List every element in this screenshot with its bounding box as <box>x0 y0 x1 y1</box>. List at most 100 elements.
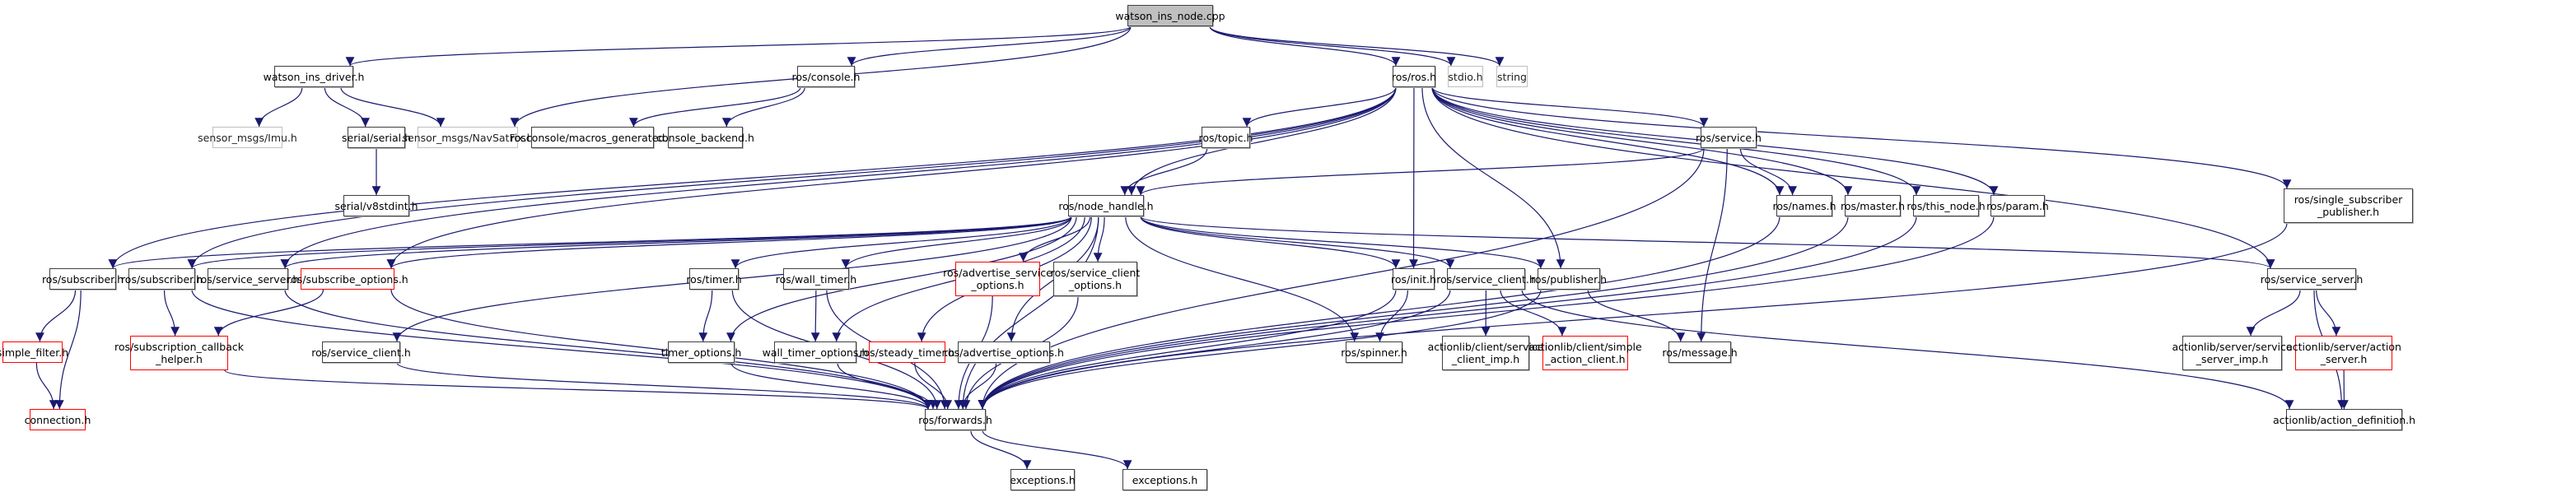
edge-nodehandle-to-forwards <box>958 216 1099 410</box>
graph-node-names[interactable]: ros/names.h <box>1772 195 1836 216</box>
edge-nodehandle-to-spinner <box>1125 216 1360 342</box>
edge-nodehandle-to-sub1 <box>109 216 1072 269</box>
graph-node-master[interactable]: ros/master.h <box>1841 195 1905 216</box>
edge-simplefilter-to-connection <box>35 362 58 410</box>
graph-node-backend[interactable]: console_backend.h <box>656 127 754 148</box>
graph-node-srvclient2[interactable]: ros/service_client.h <box>311 341 411 363</box>
edge-names-to-forwards <box>978 216 1780 410</box>
edge-sub1-to-connection <box>54 289 82 410</box>
graph-node-sub2[interactable]: ros/subscriber.h <box>121 268 203 290</box>
graph-node-single[interactable]: ros/single_subscriber _publisher.h <box>2284 188 2413 223</box>
graph-node-actionserver[interactable]: actionlib/server/action _server.h <box>2286 336 2401 370</box>
edge-nodehandle-to-advsrvopts <box>1019 216 1091 262</box>
edge-nodehandle-to-timeropts <box>726 216 1077 342</box>
edge-ros-to-publisher <box>1421 86 1566 269</box>
graph-node-spinner[interactable]: ros/spinner.h <box>1341 341 1407 363</box>
graph-node-driver[interactable]: watson_ins_driver.h <box>264 66 364 87</box>
graph-node-advopts[interactable]: ros/advertise_options.h <box>944 341 1064 363</box>
graph-node-sub1[interactable]: ros/subscriber.h <box>42 268 124 290</box>
edge-srvclient1-to-actiondef <box>1521 289 2294 410</box>
graph-node-steady[interactable]: ros/steady_timer.h <box>860 341 954 363</box>
edge-nodehandle-to-subopts <box>386 216 1072 269</box>
edge-sub2-to-subcb <box>163 289 180 337</box>
edge-root-to-string <box>1209 26 1505 67</box>
edge-srvclient2-to-forwards <box>396 362 933 410</box>
edge-root-to-stdio <box>1209 26 1456 67</box>
edge-nodehandle-to-walltimer <box>841 216 1072 269</box>
graph-node-forwards[interactable]: ros/forwards.h <box>918 409 992 430</box>
edge-nodehandle-to-sub2 <box>187 216 1072 269</box>
edge-root-to-ros <box>1209 26 1401 67</box>
graph-node-simplefilter[interactable]: simple_filter.h <box>0 341 68 363</box>
edge-nodehandle-to-srvserver2 <box>1140 216 2275 269</box>
graph-node-exc2[interactable]: exceptions.h <box>1122 469 1207 490</box>
graph-node-serverimp[interactable]: actionlib/server/service _server_imp.h <box>2172 336 2293 370</box>
graph-node-exc1[interactable]: exceptions.h <box>1010 469 1076 490</box>
graph-node-stdio: stdio.h <box>1448 66 1483 87</box>
edge-forwards-to-exc2 <box>982 430 1132 470</box>
graph-node-imu: sensor_msgs/Imu.h <box>198 127 297 148</box>
graph-node-publisher[interactable]: ros/publisher.h <box>1531 268 1607 290</box>
graph-node-walltimeropts[interactable]: wall_timer_options.h <box>763 341 868 363</box>
edge-driver-to-navsat <box>340 86 446 128</box>
edge-steady-to-forwards <box>914 362 953 410</box>
edge-publisher-to-forwards <box>978 289 1542 410</box>
edge-service-to-message <box>1696 147 1728 342</box>
edge-nodehandle-to-timer <box>730 216 1072 269</box>
graph-node-nodehandle[interactable]: ros/node_handle.h <box>1058 195 1154 216</box>
edge-init-to-spinner <box>1375 289 1409 342</box>
edge-srvserver2-to-actionserver <box>2316 289 2341 337</box>
edge-advopts-to-forwards <box>958 362 997 410</box>
edge-ros-to-topic <box>1242 86 1397 128</box>
graph-node-subopts[interactable]: ros/subscribe_options.h <box>287 268 408 290</box>
graph-node-macros[interactable]: rosconsole/macros_generated.h <box>511 127 674 148</box>
graph-node-v8[interactable]: serial/v8stdint.h <box>334 195 418 216</box>
graph-node-console[interactable]: ros/console.h <box>792 66 860 87</box>
graph-node-ros[interactable]: ros/ros.h <box>1392 66 1436 87</box>
edge-ros-to-master <box>1431 86 1853 196</box>
edge-subcb-to-forwards <box>224 369 933 410</box>
graph-node-root[interactable]: watson_ins_node.cpp <box>1115 5 1225 26</box>
edge-ros-to-single <box>1431 86 2292 189</box>
edge-master-to-forwards <box>978 216 1849 410</box>
graph-node-param[interactable]: ros/param.h <box>1986 195 2049 216</box>
edge-subopts-to-subcb <box>213 289 324 337</box>
edge-ros-to-names <box>1431 86 1785 196</box>
graph-node-thisnode[interactable]: ros/this_node.h <box>1906 195 1986 216</box>
graph-node-srvclient1[interactable]: ros/service_client.h <box>1436 268 1536 290</box>
graph-node-walltimer[interactable]: ros/wall_timer.h <box>776 268 856 290</box>
graph-node-timer[interactable]: ros/timer.h <box>686 268 742 290</box>
graph-node-subcb[interactable]: ros/subscription_callback _helper.h <box>114 336 244 370</box>
edge-timer-to-timeropts <box>698 289 713 342</box>
graph-node-clientimp[interactable]: actionlib/client/service _client_imp.h <box>1428 336 1543 370</box>
graph-node-topic[interactable]: ros/topic.h <box>1199 127 1253 148</box>
graph-node-connection[interactable]: connection.h <box>25 409 91 430</box>
edge-ros-to-sub1 <box>108 86 1397 269</box>
graph-node-actiondef[interactable]: actionlib/action_definition.h <box>2273 409 2415 430</box>
graph-node-string: string <box>1496 66 1528 87</box>
graph-node-service[interactable]: ros/service.h <box>1696 127 1762 148</box>
graph-node-srvserver1[interactable]: ros/service_server.h <box>197 268 299 290</box>
edge-publisher-to-message <box>1587 289 1686 342</box>
graph-node-srvserver2[interactable]: ros/service_server.h <box>2261 268 2363 290</box>
edge-service-to-nodehandle <box>1136 147 1705 196</box>
edge-ros-to-thisnode <box>1431 86 1921 196</box>
edge-root-to-driver <box>346 26 1132 67</box>
graph-node-init[interactable]: ros/init.h <box>1391 268 1436 290</box>
graph-node-simpleclient[interactable]: actionlib/client/simple _action_client.h <box>1528 336 1642 370</box>
graph-node-serial[interactable]: serial/serial.h <box>342 127 411 148</box>
graph-node-message[interactable]: ros/message.h <box>1662 341 1738 363</box>
edge-driver-to-serial <box>324 86 371 128</box>
graph-node-timeropts[interactable]: timer_options.h <box>661 341 741 363</box>
edge-console-to-macros <box>628 86 801 128</box>
edge-param-to-forwards <box>978 216 1995 410</box>
edge-ros-to-nodehandle <box>1127 86 1397 196</box>
graph-node-advsrvopts[interactable]: ros/advertise_service _options.h <box>943 262 1052 296</box>
edge-forwards-to-exc1 <box>970 430 1032 470</box>
edge-nodehandle-to-srvclientopts <box>1093 216 1105 262</box>
edge-subopts-to-forwards <box>390 289 933 410</box>
edge-walltimer-to-walltimeropts <box>810 289 820 342</box>
graph-node-srvclientopts[interactable]: ros/service_client _options.h <box>1051 262 1140 296</box>
